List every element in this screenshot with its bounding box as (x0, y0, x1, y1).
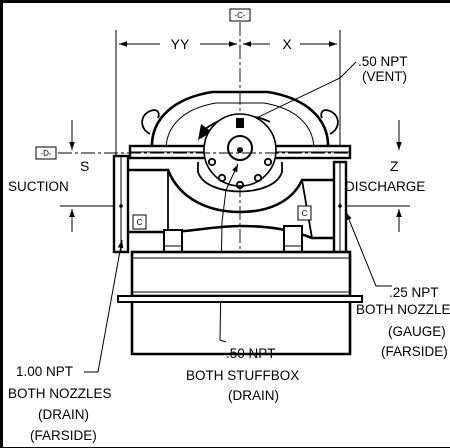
stuffbox-callout-line2: BOTH STUFFBOX (186, 368, 299, 383)
vent-callout-line1: .50 NPT (358, 54, 408, 69)
stuffbox-callout-line3: (DRAIN) (228, 388, 279, 403)
dimension-z-label: Z (390, 158, 399, 174)
gauge-callout-line1: .25 NPT (389, 285, 439, 300)
datum-c-label: -C- (234, 11, 245, 20)
center-mark-right: C (297, 205, 312, 221)
stuffbox-callout: .50 NPT BOTH STUFFBOX (DRAIN) (186, 163, 299, 403)
suction-label: SUCTION (8, 179, 69, 194)
top-dimension: YY X (115, 30, 341, 158)
nozzle-drain-callout-line3: (DRAIN) (38, 407, 89, 422)
vent-callout: .50 NPT (VENT) (247, 54, 408, 123)
vent-callout-line2: (VENT) (362, 69, 407, 84)
suction-dimension: S SUCTION (8, 120, 114, 232)
nozzle-drain-callout-line1: 1.00 NPT (16, 364, 73, 379)
suction-flange (112, 154, 130, 254)
center-mark-right-label: C (302, 209, 308, 218)
nozzle-drain-callout-line2: BOTH NOZZLES (8, 386, 112, 401)
baseplate (117, 250, 363, 356)
center-mark-left: C (132, 214, 147, 230)
nozzle-drain-callout: 1.00 NPT BOTH NOZZLES (DRAIN) (FARSIDE) (8, 239, 124, 443)
datum-c-frame: -C- (229, 8, 251, 22)
discharge-label: DISCHARGE (345, 179, 425, 194)
dimension-s-label: S (80, 158, 89, 174)
center-mark-left-label: C (137, 218, 143, 227)
datum-d-frame: -D- (35, 146, 57, 160)
nozzle-drain-callout-line4: (FARSIDE) (30, 428, 97, 443)
gauge-callout-line3: (GAUGE) (388, 324, 446, 339)
gauge-callout-line4: (FARSIDE) (381, 344, 448, 359)
gauge-callout: .25 NPT BOTH NOZZLES (GAUGE) (FARSIDE) (345, 211, 450, 359)
pump-feet (163, 225, 303, 253)
datum-d-label: -D- (40, 149, 51, 158)
discharge-flange (332, 160, 348, 256)
bearing-housing (197, 113, 283, 193)
dimension-x-label: X (282, 36, 292, 52)
discharge-dimension: Z DISCHARGE (345, 120, 425, 232)
dimension-yy-label: YY (171, 36, 190, 52)
gauge-callout-line2: BOTH NOZZLES (356, 302, 450, 317)
